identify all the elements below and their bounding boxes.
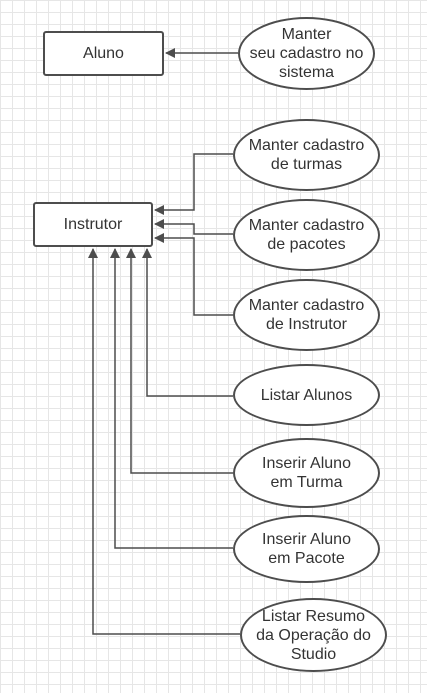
connector-inserir-turma <box>126 248 233 474</box>
usecase-label: seu cadastro no <box>249 45 364 62</box>
usecase-manter-pacotes[interactable]: Manter cadastro de pacotes <box>233 199 380 271</box>
usecase-label: Manter cadastro <box>248 217 365 234</box>
usecase-label: Manter cadastro <box>248 137 365 154</box>
usecase-listar-resumo[interactable]: Listar Resumo da Operação do Studio <box>240 598 387 672</box>
usecase-label: Manter <box>281 26 332 43</box>
usecase-label: em Turma <box>270 474 343 491</box>
connector-manter-pacotes <box>154 219 233 235</box>
usecase-label: Inserir Aluno <box>262 455 351 472</box>
usecase-label: sistema <box>278 64 335 81</box>
actor-aluno[interactable]: Aluno <box>43 31 164 76</box>
usecase-manter-turmas[interactable]: Manter cadastro de turmas <box>233 119 380 191</box>
usecase-manter-instrutor[interactable]: Manter cadastro de Instrutor <box>233 279 380 351</box>
usecase-label: de Instrutor <box>266 316 347 333</box>
usecase-listar-alunos[interactable]: Listar Alunos <box>233 364 380 426</box>
connector-manter-turmas <box>154 153 233 215</box>
usecase-label: Inserir Aluno <box>262 531 351 548</box>
connector-listar-alunos <box>142 248 233 397</box>
connector-listar-resumo <box>88 248 240 635</box>
usecase-label: de pacotes <box>267 236 346 253</box>
usecase-label: Listar Alunos <box>260 386 353 404</box>
usecase-label: de turmas <box>270 156 343 173</box>
connector-manter-instrutor <box>154 233 233 316</box>
usecase-label: da Operação do <box>256 626 371 644</box>
usecase-inserir-pacote[interactable]: Inserir Aluno em Pacote <box>233 515 380 583</box>
usecase-manter-cadastro[interactable]: Manter seu cadastro no sistema <box>238 17 375 90</box>
usecase-label: Manter cadastro <box>248 297 365 314</box>
usecase-label: Studio <box>290 645 337 663</box>
actor-instrutor[interactable]: Instrutor <box>33 202 153 247</box>
usecase-label: Listar Resumo <box>261 607 366 625</box>
usecase-inserir-turma[interactable]: Inserir Aluno em Turma <box>233 438 380 508</box>
usecase-label: em Pacote <box>268 550 345 567</box>
connector-inserir-pacote <box>110 248 233 549</box>
